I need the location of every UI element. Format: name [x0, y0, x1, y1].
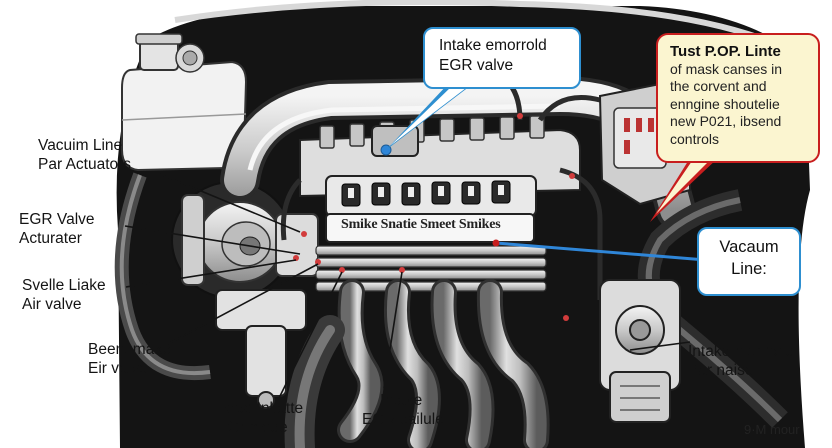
- intake-callout-pointer-inner: [390, 86, 466, 146]
- coolant-reservoir: [121, 33, 248, 172]
- watermark: 9·M mour: [744, 422, 800, 437]
- exhaust-runners: [337, 279, 550, 448]
- intake-manifold: [293, 113, 575, 321]
- right-lower-assembly: [599, 279, 681, 423]
- callout-tust: Tust P.OP. Linte of mask canses in the c…: [656, 33, 820, 163]
- tust-callout-pointer: [650, 158, 718, 222]
- label-svelle-liake: Svelle Liake Air valve: [22, 277, 106, 313]
- label-vacuum-line-actuators: Vacuim Line Par Actuators: [38, 137, 132, 173]
- label-intake-manhold: Intake manhold Par naise: [688, 343, 794, 379]
- callout-intake-egr-valve: Intake emorrold EGR valve: [423, 27, 581, 89]
- injector-rail: [325, 175, 537, 217]
- leader-lines: [124, 173, 691, 405]
- label-food-inltate: Food Inltatte EGr mode: [217, 400, 304, 436]
- manifold-plate-text: Smike Snatie Smeet Smikes: [341, 217, 501, 232]
- callout-tust-title: Tust P.OP. Linte: [670, 43, 781, 60]
- tust-callout-pointer-inner: [656, 158, 712, 214]
- label-intake-egr-cailule: Intake EGR cailule: [362, 392, 444, 428]
- hood-edge: [174, 0, 792, 53]
- lower-linkage: [215, 289, 307, 409]
- callout-vacaum-line: Vacaum Line:: [697, 227, 801, 296]
- label-beent-make: Beent make Eir valve: [88, 341, 171, 377]
- label-egr-valve-actuater: EGR Valve Acturater: [19, 211, 95, 247]
- vacuum-line: [495, 241, 707, 262]
